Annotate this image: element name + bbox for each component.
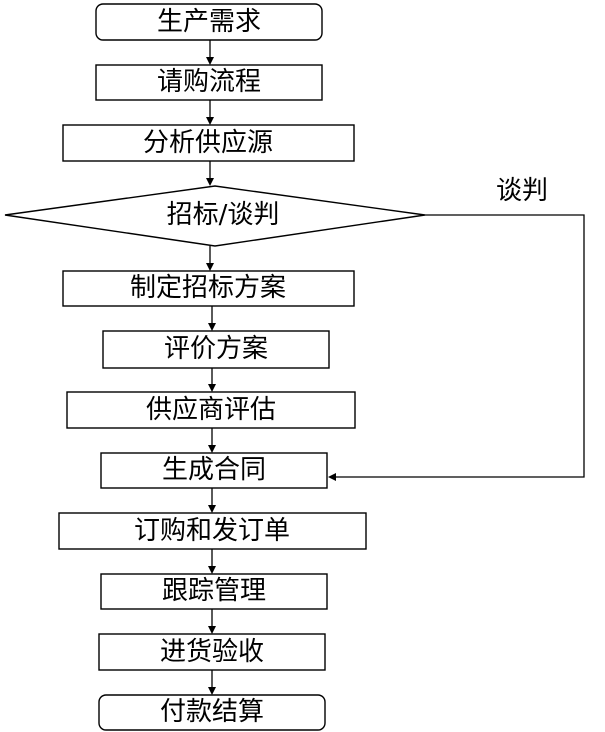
arrowhead	[208, 687, 216, 695]
node-receiving: 进货验收	[98, 633, 326, 671]
arrowhead	[208, 626, 216, 634]
arrowhead	[328, 473, 336, 481]
node-label: 订购和发订单	[134, 516, 290, 546]
node-demand: 生产需求	[95, 3, 323, 41]
terminal-box	[95, 3, 323, 41]
process-box	[98, 633, 326, 671]
node-supplier-eval: 供应商评估	[66, 391, 356, 429]
process-box	[102, 330, 330, 369]
node-label: 供应商评估	[146, 395, 276, 425]
arrowhead	[206, 117, 214, 125]
node-contract: 生成合同	[100, 452, 328, 489]
arrowhead	[206, 178, 214, 186]
node-requisition: 请购流程	[95, 64, 323, 101]
terminal-box	[98, 694, 326, 731]
node-make-bid-plan: 制定招标方案	[62, 270, 355, 307]
node-label: 制定招标方案	[130, 273, 286, 303]
node-label: 分析供应源	[143, 128, 273, 158]
node-label: 招标/谈判	[167, 200, 280, 230]
node-tracking: 跟踪管理	[100, 573, 328, 610]
branch-label: 谈判	[496, 176, 548, 206]
node-payment: 付款结算	[98, 694, 326, 731]
node-label: 付款结算	[160, 697, 264, 727]
node-bid-negotiate: 招标/谈判	[4, 185, 426, 247]
node-evaluate-plan: 评价方案	[102, 330, 330, 369]
node-label: 生产需求	[157, 7, 261, 37]
process-box	[100, 573, 328, 610]
arrowhead	[206, 57, 214, 65]
node-label: 请购流程	[157, 67, 261, 97]
edge-negotiation-branch	[335, 214, 585, 478]
process-box	[58, 512, 367, 550]
arrowhead	[208, 384, 216, 392]
decision-diamond	[4, 185, 426, 247]
arrowhead	[208, 566, 216, 574]
node-order: 订购和发订单	[58, 512, 367, 550]
process-box	[100, 452, 328, 489]
node-label: 评价方案	[164, 334, 268, 364]
process-box	[62, 124, 355, 162]
node-label: 生成合同	[162, 455, 266, 485]
connectors	[206, 40, 585, 695]
arrowhead	[208, 323, 216, 331]
node-analyze-sources: 分析供应源	[62, 124, 355, 162]
arrowhead	[208, 445, 216, 453]
node-label: 进货验收	[160, 637, 264, 667]
arrowhead	[208, 505, 216, 513]
process-box	[95, 64, 323, 101]
arrowhead	[206, 263, 214, 271]
process-box	[66, 391, 356, 429]
node-label: 跟踪管理	[162, 576, 266, 606]
process-box	[62, 270, 355, 307]
